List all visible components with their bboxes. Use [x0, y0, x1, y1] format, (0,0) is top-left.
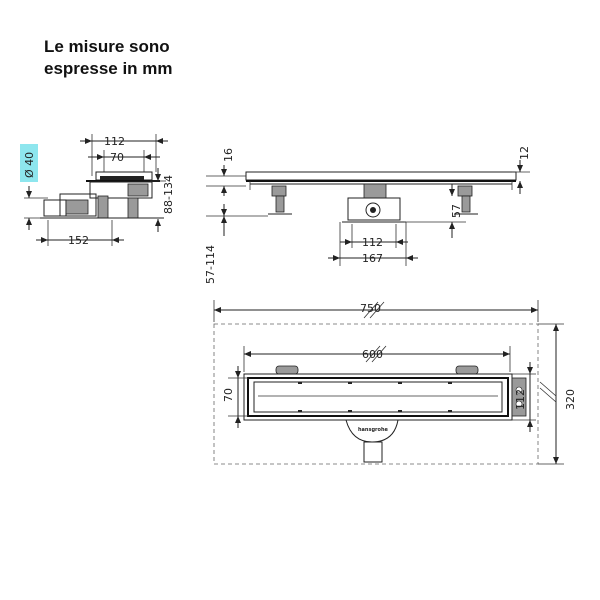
front-dim-112: 112 — [362, 236, 383, 249]
side-dim-70: 70 — [110, 151, 124, 164]
front-view: 16 12 57 112 — [204, 146, 531, 284]
top-dim-750: 750 — [360, 302, 381, 315]
units-note-line1: Le misure sono — [44, 37, 170, 56]
front-dim-167: 167 — [362, 252, 383, 265]
top-view: 750 600 — [213, 300, 577, 465]
side-dim-height: 88-134 — [162, 175, 175, 214]
front-dim-12: 12 — [518, 146, 531, 160]
units-note: Le misure sono espresse in mm — [44, 36, 173, 80]
front-dim-57: 57 — [450, 204, 463, 218]
side-dim-112: 112 — [104, 135, 125, 148]
pipe-diameter-highlight — [20, 144, 38, 182]
front-dim-height: 57-114 — [204, 245, 217, 284]
side-view: Ø 40 112 70 88-134 — [20, 134, 175, 247]
brand-logo: hansgrohe — [358, 427, 389, 433]
side-dim-pipe: Ø 40 — [23, 152, 36, 178]
top-dim-70: 70 — [222, 388, 235, 402]
side-dim-152: 152 — [68, 234, 89, 247]
top-dim-320: 320 — [564, 389, 577, 410]
top-dim-600: 600 — [362, 348, 383, 361]
front-dim-16: 16 — [222, 148, 235, 162]
grate-marks — [298, 382, 452, 412]
units-note-line2: espresse in mm — [44, 59, 173, 78]
top-dim-112: 112 — [514, 389, 527, 410]
